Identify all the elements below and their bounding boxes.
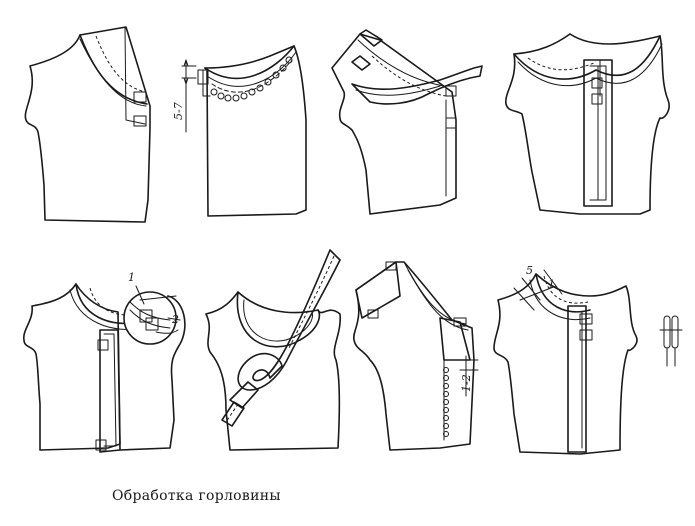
- figure-2-loops-sewn: 5-7: [172, 45, 307, 217]
- dimension-5-7-label: 5-7: [172, 102, 185, 120]
- figure-4-facing-finished: [505, 33, 670, 215]
- figure-3-strip-turning: [331, 29, 483, 215]
- figure-7-edge-loops: 1-2: [353, 261, 479, 451]
- callout-label-1: 1: [128, 271, 135, 284]
- figure-5-detail-callout: 1 2: [23, 271, 186, 453]
- hook-and-loop-detail: [659, 315, 683, 367]
- figure-1-facing-applied: [24, 26, 151, 223]
- figure-caption: Обработка горловины: [112, 488, 281, 504]
- dimension-1-2-label: 1-2: [460, 374, 473, 392]
- dimension-1-label: 1: [548, 278, 555, 291]
- dimension-5-label: 5: [526, 264, 533, 277]
- figure-8-finished-dimensions: 5 1: [493, 264, 683, 455]
- loops-row: [210, 56, 293, 102]
- figure-6-bias-strip-twist: [205, 249, 341, 451]
- callout-label-2: 2: [171, 313, 179, 326]
- loops-column: [443, 367, 449, 437]
